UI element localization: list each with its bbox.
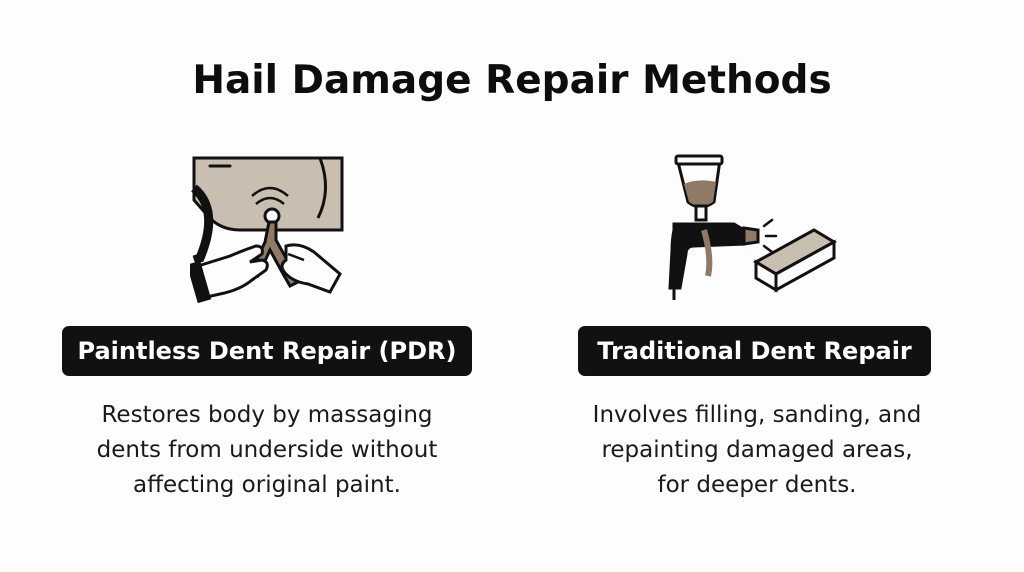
description-line: repainting damaged areas, (601, 437, 913, 463)
method-description-pdr: Restores body by massaging dents from un… (52, 398, 482, 503)
dent-repair-tool-icon (186, 150, 350, 310)
description-line: for deeper dents. (657, 472, 857, 498)
description-line: Involves filling, sanding, and (592, 402, 922, 428)
description-line: affecting original paint. (133, 472, 401, 498)
spray-gun-sanding-block-icon (664, 150, 844, 310)
description-line: dents from underside without (96, 437, 438, 463)
method-description-traditional: Involves filling, sanding, and repaintin… (542, 398, 972, 503)
page-title: Hail Damage Repair Methods (192, 58, 832, 103)
method-label-pdr: Paintless Dent Repair (PDR) (62, 326, 472, 376)
description-line: Restores body by massaging (101, 402, 433, 428)
method-label-traditional: Traditional Dent Repair (578, 326, 931, 376)
